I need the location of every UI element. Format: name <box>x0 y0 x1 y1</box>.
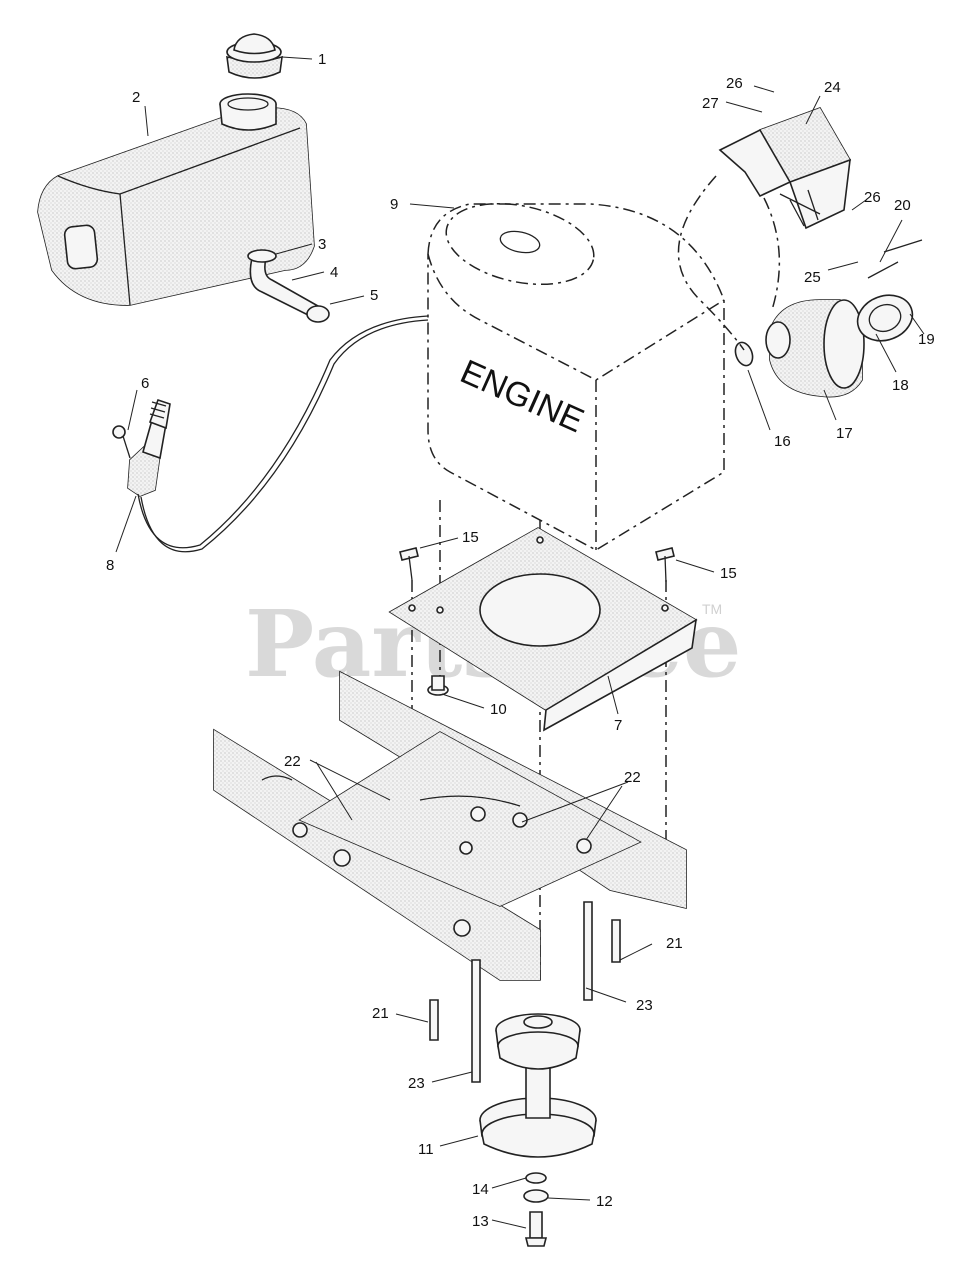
callout-22a: 22 <box>284 753 301 770</box>
callout-14: 14 <box>472 1181 489 1198</box>
callout-21a: 21 <box>372 1005 389 1022</box>
leader-lines <box>115 56 925 1229</box>
callout-22b: 22 <box>624 769 641 786</box>
callout-20: 20 <box>894 197 911 214</box>
callout-2: 2 <box>132 89 140 106</box>
callout-23b: 23 <box>636 997 653 1014</box>
callout-15a: 15 <box>462 529 479 546</box>
filter-cover-part[interactable] <box>718 107 852 230</box>
pulley-part[interactable] <box>479 1013 597 1247</box>
callout-1: 1 <box>318 51 326 68</box>
callout-5: 5 <box>370 287 378 304</box>
callout-3: 3 <box>318 236 326 253</box>
callout-6: 6 <box>141 375 149 392</box>
callout-7: 7 <box>614 717 622 734</box>
callout-27: 27 <box>702 95 719 112</box>
callout-23a: 23 <box>408 1075 425 1092</box>
callout-25: 25 <box>804 269 821 286</box>
throttle-control-part[interactable] <box>112 315 429 553</box>
chassis-frame-part[interactable] <box>213 670 687 981</box>
callout-16: 16 <box>774 433 791 450</box>
callout-4: 4 <box>330 264 338 281</box>
callout-8: 8 <box>106 557 114 574</box>
fuel-line-part[interactable] <box>247 249 330 323</box>
callout-26a: 26 <box>726 75 743 92</box>
callout-labels: 1 2 3 4 5 6 8 9 15 15 10 7 22 22 21 23 2… <box>106 51 935 1230</box>
callout-9: 9 <box>390 196 398 213</box>
callout-26b: 26 <box>864 189 881 206</box>
callout-11: 11 <box>418 1141 434 1158</box>
bolt-hardware[interactable] <box>399 547 675 696</box>
mounting-plate-part[interactable] <box>388 527 698 732</box>
svg-text:TM: TM <box>702 601 722 617</box>
callout-21b: 21 <box>666 935 683 952</box>
callout-18: 18 <box>892 377 909 394</box>
callout-10: 10 <box>490 701 507 718</box>
callout-19: 19 <box>918 331 935 348</box>
fuel-cap-part[interactable] <box>226 33 283 79</box>
callout-15b: 15 <box>720 565 737 582</box>
fuel-tank-part[interactable] <box>37 93 315 306</box>
callout-17: 17 <box>836 425 853 442</box>
rod-hardware[interactable] <box>429 901 621 1083</box>
callout-12: 12 <box>596 1193 613 1210</box>
callout-13: 13 <box>472 1213 489 1230</box>
callout-24: 24 <box>824 79 841 96</box>
air-filter-part[interactable] <box>732 239 923 398</box>
